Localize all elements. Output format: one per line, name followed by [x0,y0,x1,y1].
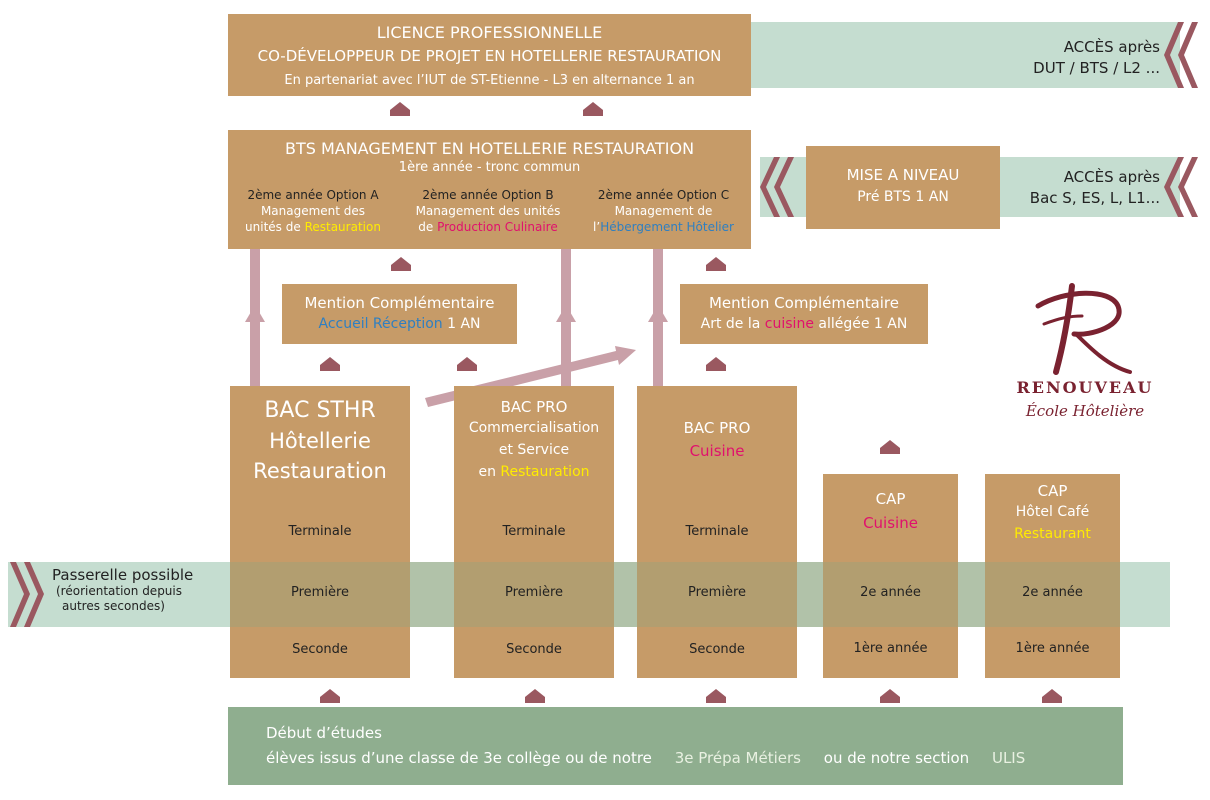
chevron-left-icon [1164,157,1198,217]
bac-pro-service-line2: Commercialisation [468,420,600,436]
cap-hotel-line2: Hôtel Café [1015,504,1090,520]
bac-sthr-box: BAC STHR Hôtellerie Restauration Termina… [230,386,410,678]
bac-pro-service-line1: BAC PRO [500,398,568,416]
bts-option-a: 2ème année Option A Management des unité… [228,187,398,235]
bac-pro-service-line4: en Restauration [478,464,590,480]
bac-pro-cuisine-box: BAC PRO Cuisine Terminale [637,386,797,678]
cap-hotel-2e: 2e année [1022,585,1083,600]
licence-line1: LICENCE PROFESSIONNELLE [376,23,603,42]
cap-cuisine-line1: CAP [875,490,906,508]
bac-pro-cuisine-premiere: Première [688,585,746,600]
passerelle-line1: Passerelle possible [52,566,194,584]
chevron-right-icon [10,562,44,627]
acces-licence-text: ACCÈS après DUT / BTS / L2 ... [1000,37,1160,79]
debut-band: Début d’études élèves issus d’une classe… [228,707,1123,785]
cap-cuisine-1ere: 1ère année [853,641,928,656]
mention-accueil-line2: Accueil Réception 1 AN [318,316,481,332]
debut-prepa: 3e Prépa Métiers [674,749,801,767]
bts-option-b-head: 2ème année Option B [422,188,554,202]
mention-accueil-box: Mention Complémentaire Accueil Réception… [282,284,517,344]
bts-option-c-line2: l’Hébergement Hôtelier [593,220,734,234]
mise-a-niveau-box: MISE A NIVEAU Pré BTS 1 AN [806,146,1000,229]
passerelle-overlay [230,562,1120,627]
debut-line1: Début d’études [266,724,382,742]
chevron-left-icon [760,157,794,217]
bac-pro-service-terminale: Terminale [502,524,566,539]
bac-pro-cuisine-line2: Cuisine [689,442,745,460]
bts-option-b-line1: Management des unités [415,204,561,218]
cap-hotel-line3: Restaurant [1014,526,1091,542]
cap-hotel-box: CAP Hôtel Café Restaurant [985,474,1120,678]
bac-pro-cuisine-line1: BAC PRO [683,419,751,437]
acces-licence-band [740,22,1180,88]
passerelle-line2: (réorientation depuis [56,584,182,598]
mise-a-niveau-line2: Pré BTS 1 AN [857,189,949,205]
bac-pro-service-seconde: Seconde [506,642,562,657]
bts-option-b: 2ème année Option B Management des unité… [398,187,578,235]
bac-pro-cuisine-terminale: Terminale [685,524,749,539]
debut-text: élèves issus d’une classe de 3e collège … [266,749,652,767]
bts-option-c-line1: Management de [614,204,713,218]
chevron-left-icon [1164,22,1198,88]
mention-cuisine-line2: Art de la cuisine allégée 1 AN [700,316,908,332]
bac-pro-cuisine-seconde: Seconde [689,642,745,657]
bts-subtitle: 1ère année - tronc commun [398,160,581,175]
logo-name: RENOUVEAU [1016,378,1154,397]
cap-cuisine-2e: 2e année [860,585,921,600]
bts-option-a-head: 2ème année Option A [247,188,379,202]
debut-line2: élèves issus d’une classe de 3e collège … [266,749,1025,767]
cap-cuisine-box: CAP Cuisine [823,474,958,678]
licence-line3: En partenariat avec l’IUT de ST-Etienne … [284,73,695,88]
cap-hotel-line1: CAP [1037,482,1068,500]
acces-bts-line2: Bac S, ES, L, L1... [1029,189,1160,207]
bts-option-c-head: 2ème année Option C [597,188,730,202]
bac-pro-service-premiere: Première [505,585,563,600]
bts-option-a-line2: unités de Restauration [245,220,381,234]
bac-sthr-seconde: Seconde [292,642,348,657]
licence-line2: CO-DÉVELOPPEUR DE PROJET EN HOTELLERIE R… [257,47,722,65]
bac-sthr-line1: BAC STHR [264,398,376,423]
cap-cuisine-line2: Cuisine [863,514,918,532]
logo-tagline: École Hôtelière [1025,402,1145,420]
bts-option-b-line2: de Production Culinaire [418,220,558,234]
mention-cuisine-box: Mention Complémentaire Art de la cuisine… [680,284,928,344]
bts-option-a-line1: Management des [260,204,366,218]
logo-r-icon [1035,283,1132,375]
passerelle-line3: autres secondes) [62,599,165,613]
mention-accueil-line1: Mention Complémentaire [304,294,495,312]
bts-option-c: 2ème année Option C Management de l’Hébe… [576,187,751,235]
bac-pro-service-line3: et Service [498,442,570,458]
bac-sthr-line2: Hôtellerie [269,429,371,453]
bac-sthr-premiere: Première [291,585,349,600]
mention-cuisine-line1: Mention Complémentaire [708,294,899,312]
bts-box: BTS MANAGEMENT EN HOTELLERIE RESTAURATIO… [228,130,751,249]
debut-ulis: ULIS [991,749,1026,767]
debut-mid: ou de notre section [823,749,970,767]
mise-a-niveau-line1: MISE A NIVEAU [846,166,960,184]
bts-title: BTS MANAGEMENT EN HOTELLERIE RESTAURATIO… [284,139,695,158]
acces-bts-line1: ACCÈS après [1063,168,1160,186]
acces-licence-line1: ACCÈS après [1063,38,1160,56]
bac-sthr-line3: Restauration [253,459,387,483]
cap-hotel-1ere: 1ère année [1015,641,1090,656]
bac-pro-service-box: BAC PRO Commercialisation et Service en … [454,386,614,678]
acces-licence-line2: DUT / BTS / L2 ... [1033,59,1160,77]
bac-sthr-terminale: Terminale [288,524,352,539]
passerelle-text: Passerelle possible (réorientation depui… [52,566,232,614]
acces-bts-text: ACCÈS après Bac S, ES, L, L1... [1000,167,1160,209]
licence-box: LICENCE PROFESSIONNELLE CO-DÉVELOPPEUR D… [228,14,751,96]
